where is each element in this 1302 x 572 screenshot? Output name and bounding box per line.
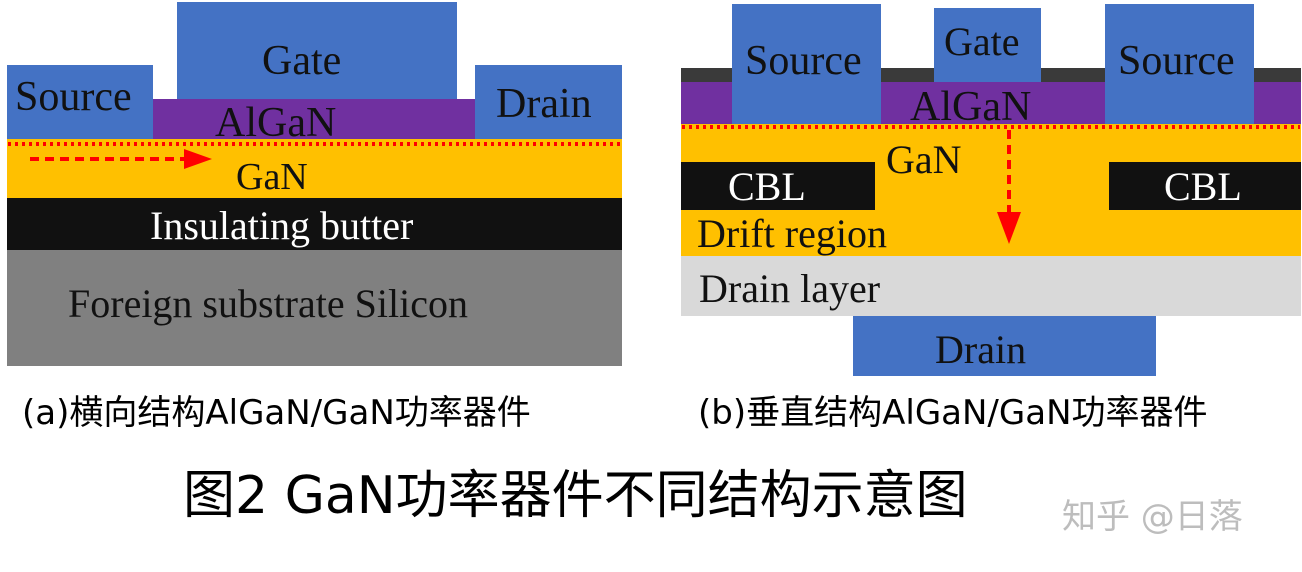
vertical-caption: (b)垂直结构AlGaN/GaN功率器件 [698, 393, 1208, 433]
lateral-gate-label: Gate [262, 38, 342, 84]
vertical-cbl-left-block [681, 162, 875, 210]
vertical-cbl-right-block [1109, 162, 1301, 210]
vertical-source-left-contact [732, 4, 881, 124]
vertical-drain-layer [681, 256, 1301, 316]
vertical-source-right-contact [1105, 4, 1254, 124]
vertical-cbl-left-label: CBL [728, 164, 806, 209]
lateral-caption: (a)横向结构AlGaN/GaN功率器件 [22, 393, 531, 433]
lateral-buffer-label: Insulating butter [150, 203, 414, 248]
lateral-algan-label: AlGaN [215, 100, 337, 146]
vertical-drift-label: Drift region [697, 211, 887, 256]
lateral-gan-layer [7, 139, 622, 198]
vertical-cbl-right-label: CBL [1164, 164, 1242, 209]
vertical-source-right-label: Source [1118, 38, 1235, 84]
lateral-arrow-head [184, 149, 212, 169]
vertical-arrow-head [997, 212, 1021, 244]
vertical-source-left-label: Source [745, 38, 862, 84]
lateral-algan-layer [153, 99, 475, 139]
lateral-source-contact [7, 65, 153, 139]
lateral-drain-contact [475, 65, 622, 139]
vertical-drain-label: Drain [935, 327, 1027, 372]
vertical-drain-contact [853, 316, 1156, 376]
lateral-substrate-layer [7, 250, 622, 366]
vertical-gate-contact [934, 8, 1041, 82]
vertical-drain-layer-label: Drain layer [699, 266, 881, 311]
figure-title: 图2 GaN功率器件不同结构示意图 [183, 466, 968, 526]
lateral-buffer-layer [7, 198, 622, 250]
vertical-gate-label: Gate [944, 19, 1020, 64]
vertical-algan-label: AlGaN [910, 84, 1032, 130]
lateral-gan-label: GaN [236, 156, 308, 198]
lateral-substrate-label: Foreign substrate Silicon [68, 281, 468, 326]
lateral-gate-contact [177, 2, 457, 99]
vertical-gan-label: GaN [886, 137, 962, 182]
watermark: 知乎 @日落 [1062, 497, 1243, 537]
lateral-drain-label: Drain [496, 81, 592, 127]
lateral-source-label: Source [15, 74, 132, 120]
